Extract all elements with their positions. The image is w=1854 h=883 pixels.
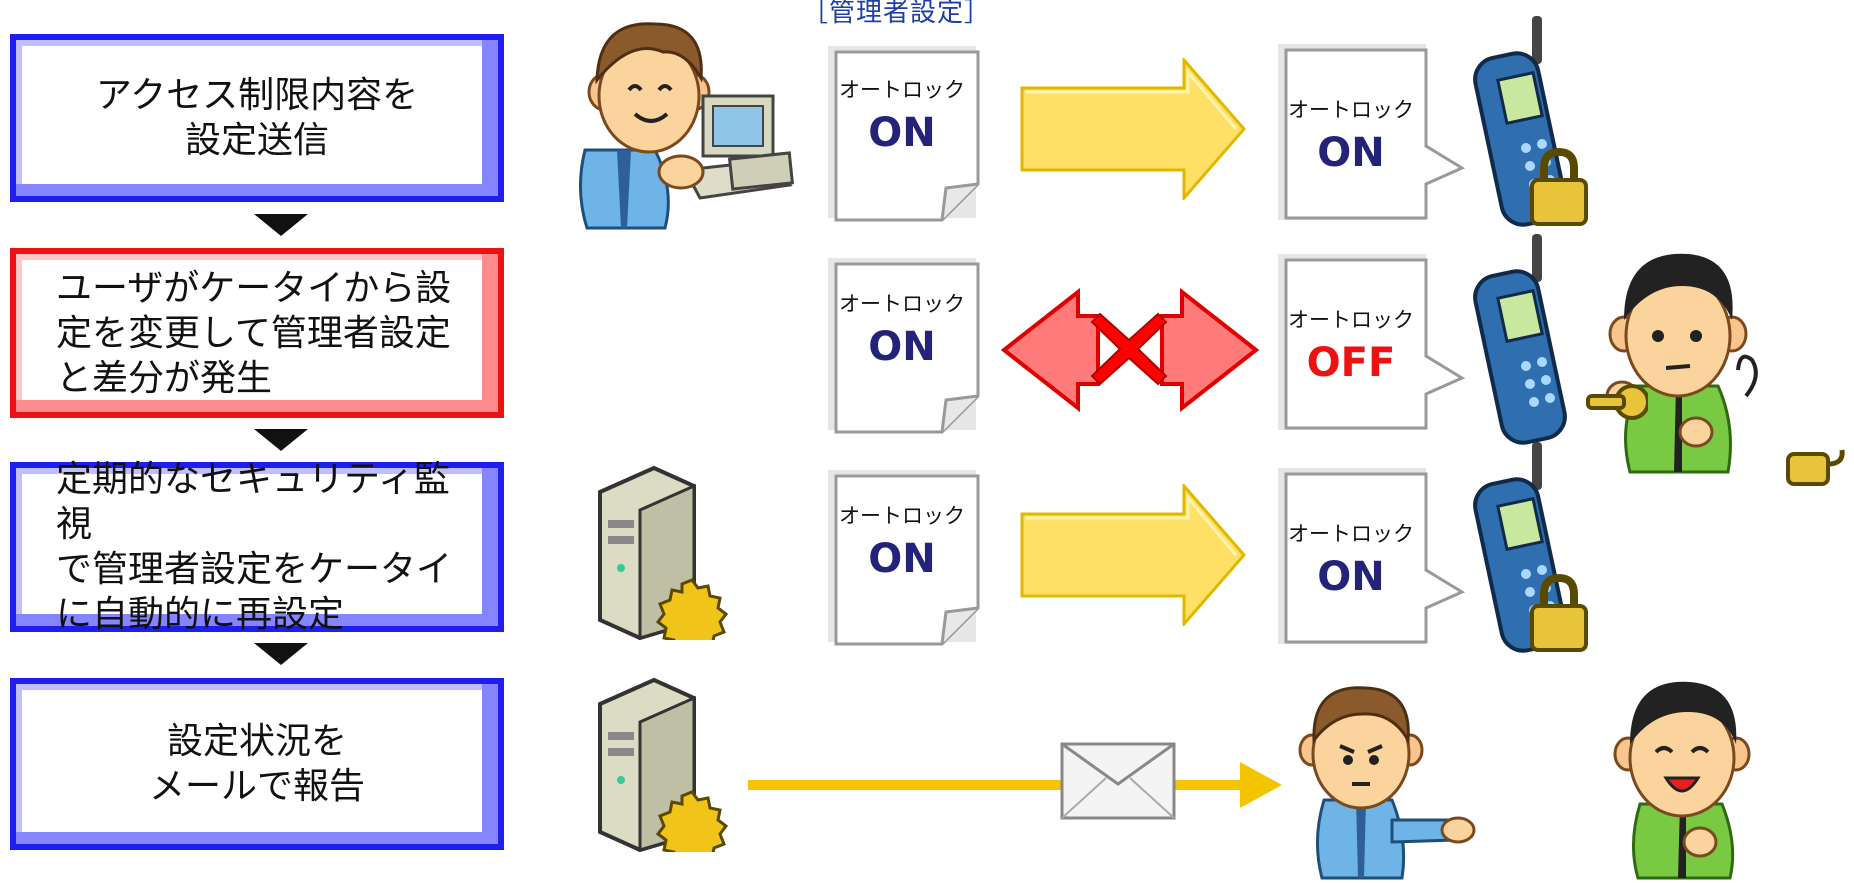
mobile-phone-icon bbox=[1473, 234, 1567, 445]
phone-value-3: ON bbox=[1317, 554, 1385, 600]
padlock-icon bbox=[1530, 574, 1588, 652]
phone-value-1: ON bbox=[1317, 130, 1385, 176]
admin-setting-sheet-3: オートロック ON bbox=[822, 466, 982, 648]
mail-report-line bbox=[748, 762, 1282, 808]
sync-arrow-3 bbox=[1020, 484, 1246, 626]
cross-mark-icon bbox=[1090, 312, 1168, 386]
admin-setting-sheet-2: オートロック ON bbox=[822, 254, 982, 436]
step-4-box: 設定状況を メールで報告 bbox=[10, 678, 504, 850]
admin-settings-caption: ［管理者設定］ bbox=[802, 0, 992, 28]
happy-person-icon bbox=[1613, 681, 1751, 880]
step-3-text: 定期的なセキュリティ監視 で管理者設定をケータイ に自動的に再設定 bbox=[56, 459, 453, 635]
step-3-box: 定期的なセキュリティ監視 で管理者設定をケータイ に自動的に再設定 bbox=[10, 459, 504, 635]
phone-setting-bubble-2: オートロック OFF bbox=[1276, 252, 1466, 434]
step-2-box: ユーザがケータイから設 定を変更して管理者設定 と差分が発生 bbox=[10, 248, 504, 418]
key-icon bbox=[1586, 384, 1648, 420]
open-padlock-icon bbox=[1786, 449, 1845, 486]
down-arrow-1 bbox=[254, 214, 308, 236]
admin-value-3: ON bbox=[868, 536, 936, 582]
admin-setting-sheet-1: オートロック ON bbox=[822, 42, 982, 224]
phone-label-3: オートロック bbox=[1288, 522, 1414, 546]
down-arrow-3 bbox=[254, 643, 308, 665]
sync-arrow-1 bbox=[1020, 58, 1246, 200]
padlock-icon bbox=[1530, 148, 1588, 226]
admin-label-3: オートロック bbox=[839, 504, 965, 528]
server-icon bbox=[598, 677, 729, 852]
pointing-person-icon bbox=[1298, 686, 1476, 880]
admin-label-1: オートロック bbox=[839, 78, 965, 102]
phone-label-2: オートロック bbox=[1288, 308, 1414, 332]
step-2-text: ユーザがケータイから設 定を変更して管理者設定 と差分が発生 bbox=[56, 267, 452, 399]
phone-setting-bubble-1: オートロック ON bbox=[1276, 42, 1466, 224]
phone-label-1: オートロック bbox=[1288, 98, 1414, 122]
admin-value-2: ON bbox=[868, 324, 936, 370]
phone-value-2: OFF bbox=[1306, 340, 1396, 386]
step-4-text: 設定状況を メールで報告 bbox=[148, 721, 365, 807]
phone-setting-bubble-3: オートロック ON bbox=[1276, 466, 1466, 648]
admin-label-2: オートロック bbox=[839, 292, 965, 316]
admin-value-1: ON bbox=[868, 110, 936, 156]
step-1-text: アクセス制限内容を 設定送信 bbox=[95, 75, 419, 161]
step-1-box: アクセス制限内容を 設定送信 bbox=[10, 34, 504, 202]
server-icon bbox=[598, 465, 729, 640]
envelope-icon bbox=[1060, 742, 1176, 820]
mismatch-arrows bbox=[1000, 287, 1260, 413]
down-arrow-2 bbox=[254, 429, 308, 451]
admin-person-computer-icon bbox=[578, 22, 795, 230]
